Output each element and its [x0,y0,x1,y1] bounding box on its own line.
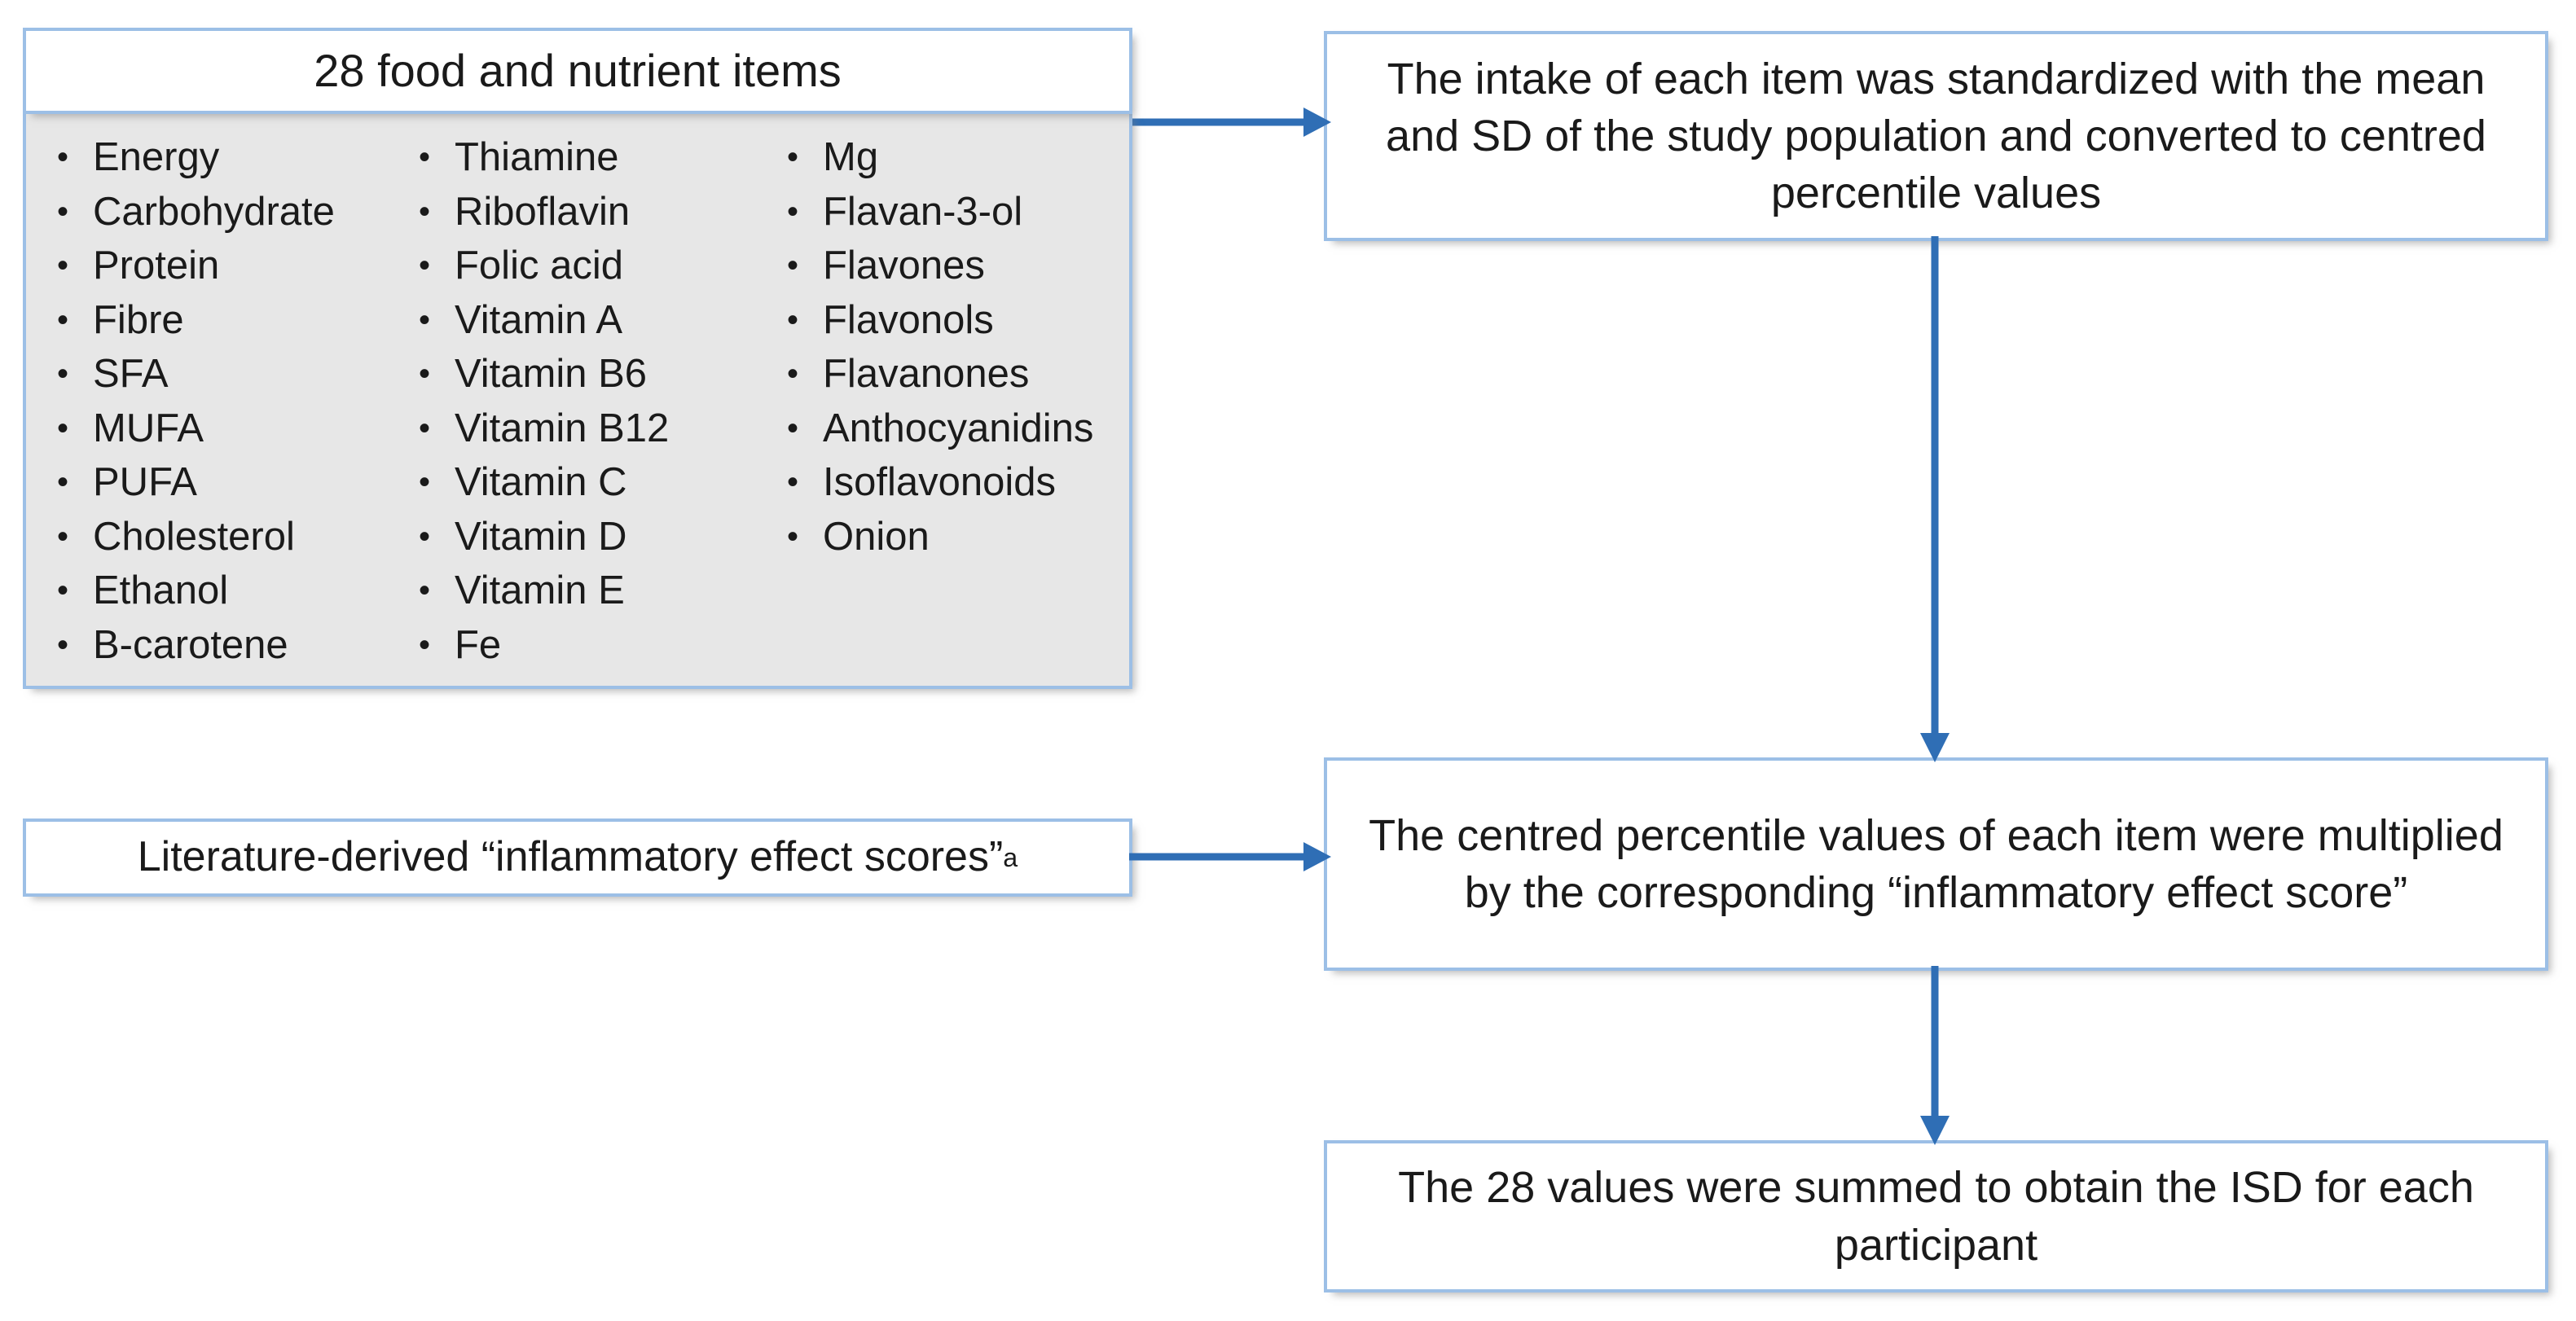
items-columns: Energy Carbohydrate Protein Fibre SFA MU… [26,112,1129,686]
list-item: MUFA [51,402,409,456]
items-list-3: Mg Flavan-3-ol Flavones Flavonols Flavan… [780,130,1136,564]
list-item: B-carotene [51,618,409,673]
list-item: Riboflavin [412,185,776,239]
literature-scores-text: Literature-derived “inflammatory effect … [137,833,1004,881]
list-item: Fibre [51,293,409,348]
list-item: Vitamin B6 [412,347,776,402]
literature-scores-text-wrap: Literature-derived “inflammatory effect … [26,822,1129,893]
items-column-2: Thiamine Riboflavin Folic acid Vitamin A… [409,130,776,686]
arrow-literature-to-multiply [1129,842,1331,871]
list-item: Anthocyanidins [780,402,1136,456]
arrow-items-to-standardize [1129,108,1331,137]
items-header-box: 28 food and nutrient items [23,28,1132,114]
list-item: Carbohydrate [51,185,409,239]
list-item: Vitamin D [412,510,776,564]
list-item: Vitamin C [412,455,776,510]
list-item: Energy [51,130,409,185]
list-item: Cholesterol [51,510,409,564]
list-item: PUFA [51,455,409,510]
list-item: Mg [780,130,1136,185]
sum-text: The 28 values were summed to obtain the … [1398,1163,2474,1270]
list-item: Flavan-3-ol [780,185,1136,239]
multiply-text: The centred percentile values of each it… [1369,810,2503,917]
list-item: Flavanones [780,347,1136,402]
standardize-box: The intake of each item was standardized… [1324,31,2548,241]
list-item: Isoflavonoids [780,455,1136,510]
list-item: Flavonols [780,293,1136,348]
literature-scores-box: Literature-derived “inflammatory effect … [23,818,1132,897]
list-item: Ethanol [51,564,409,618]
list-item: Folic acid [412,239,776,293]
list-item: Flavones [780,239,1136,293]
items-list-1: Energy Carbohydrate Protein Fibre SFA MU… [51,130,409,672]
sum-box: The 28 values were summed to obtain the … [1324,1140,2548,1292]
standardize-text: The intake of each item was standardized… [1386,54,2486,218]
items-header-title: 28 food and nutrient items [314,44,842,96]
list-item: Vitamin B12 [412,402,776,456]
list-item: Protein [51,239,409,293]
list-item: Onion [780,510,1136,564]
items-column-1: Energy Carbohydrate Protein Fibre SFA MU… [26,130,409,686]
arrow-standardize-to-multiply [1920,236,1950,762]
list-item: Vitamin A [412,293,776,348]
arrow-multiply-to-sum [1920,966,1950,1145]
multiply-box: The centred percentile values of each it… [1324,757,2548,971]
list-item: Vitamin E [412,564,776,618]
items-column-3: Mg Flavan-3-ol Flavones Flavonols Flavan… [776,130,1136,686]
list-item: Fe [412,618,776,673]
items-list-2: Thiamine Riboflavin Folic acid Vitamin A… [412,130,776,672]
list-item: Thiamine [412,130,776,185]
items-list-panel: Energy Carbohydrate Protein Fibre SFA MU… [23,112,1132,689]
list-item: SFA [51,347,409,402]
